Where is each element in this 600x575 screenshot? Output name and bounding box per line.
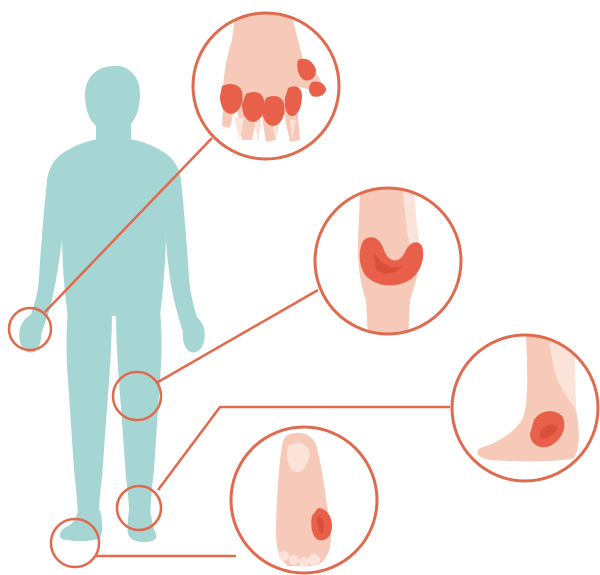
human-silhouette <box>19 66 205 542</box>
callout-knee <box>315 180 461 340</box>
left-leg <box>67 310 113 514</box>
callout-heel <box>452 335 598 481</box>
head <box>85 66 140 140</box>
right-arm <box>160 150 198 340</box>
left-foot <box>60 510 102 541</box>
callout-hand <box>193 10 339 159</box>
torso <box>60 139 168 316</box>
callout-big-toe <box>231 427 377 573</box>
